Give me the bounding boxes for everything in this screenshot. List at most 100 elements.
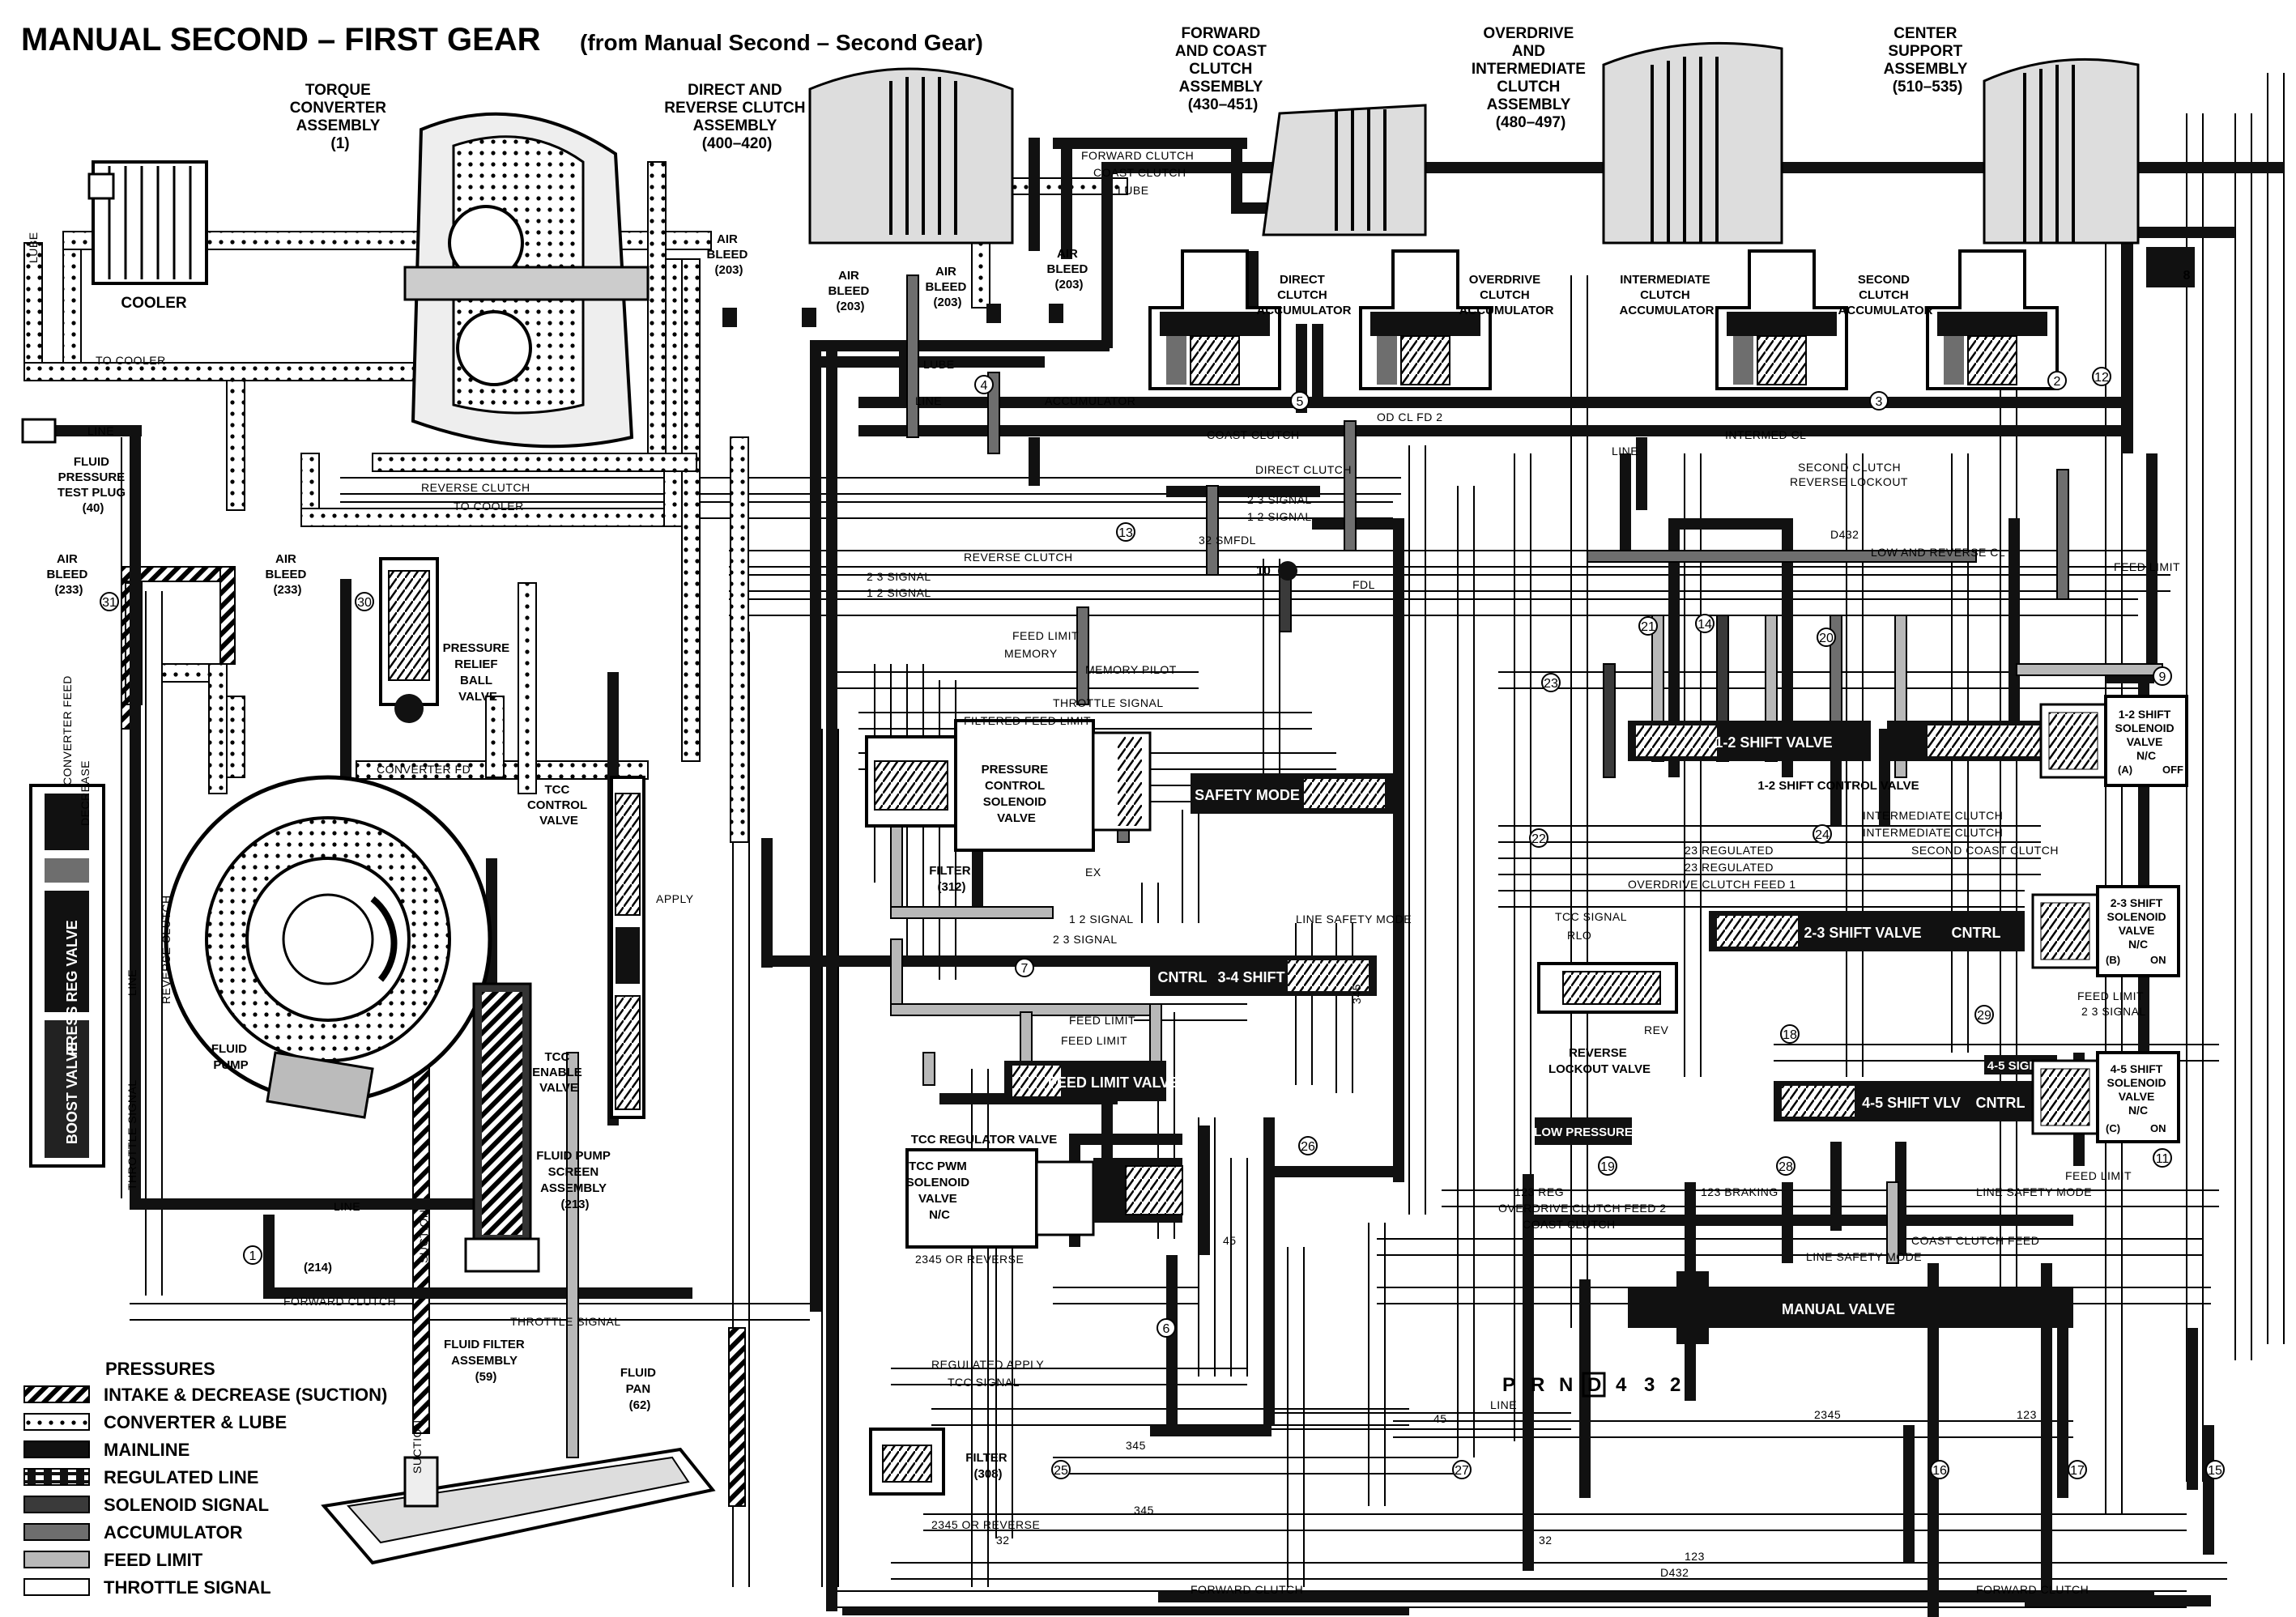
air-bleed-233-right: AIR BLEED (233): [265, 552, 306, 597]
svg-text:23: 23: [1544, 677, 1558, 691]
title-block: MANUAL SECOND – FIRST GEAR (from Manual …: [21, 22, 983, 57]
svg-text:4-5 SHIFT VLV: 4-5 SHIFT VLV: [1862, 1095, 1961, 1111]
shift-45-valve: 4-5 SHIFT VLV CNTRL 4-5 SIGNAL: [1774, 1055, 2057, 1121]
svg-text:3-4 SHIFT: 3-4 SHIFT: [1217, 969, 1284, 985]
callout-29: 29: [1974, 1005, 1994, 1024]
svg-text:PRESSURE RELIEF BA: PRESSURE RELIEF BALL VALVE: [443, 641, 513, 704]
svg-text:6: 6: [1163, 1322, 1170, 1336]
second-clutch-accumulator: SECOND CLUTCH ACCUMULATOR: [1838, 249, 2059, 390]
tcc-regulator-label: TCC REGULATOR VALVE: [911, 1133, 1058, 1147]
direct-reverse-clutch-assembly: DIRECT AND REVERSE CLUTCH ASSEMBLY (400–…: [664, 67, 1014, 245]
svg-text:REVERSE CLUTCH: REVERSE CLUTCH: [421, 481, 530, 494]
svg-text:COAST CLUTCH FEED: COAST CLUTCH FEED: [1911, 1234, 2039, 1247]
svg-text:18: 18: [1783, 1028, 1797, 1042]
callout-14: 14: [1695, 614, 1715, 633]
svg-text:COAST CLUTCH: COAST CLUTCH: [1207, 428, 1300, 441]
solenoid-12: 1-2 SHIFT SOLENOID VALVE N/C (A) OFF: [2039, 695, 2188, 787]
svg-text:FEED LIMIT VALVE: FEED LIMIT VALVE: [1048, 1074, 1179, 1091]
legend-item-solenoid-signal: SOLENOID SIGNAL: [23, 1495, 269, 1515]
gear-selector-positions: P R N D 4 3 2: [1502, 1372, 1680, 1398]
air-bleeds-203: AIR BLEED (203) AIR BLEED (203) AIR BLEE…: [706, 232, 1088, 327]
legend-item-accumulator: ACCUMULATOR: [23, 1522, 243, 1543]
svg-text:REGULATED APPLY: REGULATED APPLY: [931, 1358, 1044, 1371]
callout-17: 17: [2068, 1460, 2087, 1479]
svg-text:LOW PRESSURE: LOW PRESSURE: [1534, 1126, 1633, 1139]
reverse-lockout-valve: REVERSE LOCKOUT VALVE: [1537, 962, 1678, 1076]
svg-text:2-3 SHIFT VALVE: 2-3 SHIFT VALVE: [1804, 925, 1921, 941]
legend-item-suction: INTAKE & DECREASE (SUCTION): [23, 1385, 387, 1405]
center-support-label: CENTER SUPPORT ASSEMBLY (510–535): [1884, 25, 1972, 96]
svg-text:31: 31: [102, 596, 117, 610]
svg-text:2-3 SHIFT SOLENOID: 2-3 SHIFT SOLENOID VALVE N/C: [2106, 896, 2169, 951]
solenoid-23: 2-3 SHIFT SOLENOID VALVE N/C (B) ON: [2031, 885, 2180, 977]
svg-text:LINE: LINE: [87, 424, 114, 437]
svg-text:LINE: LINE: [1612, 445, 1638, 457]
svg-text:INTERMEDIATE CLUTCH: INTERMEDIATE CLUTCH: [1863, 826, 2003, 839]
svg-text:DECREASE: DECREASE: [79, 760, 92, 826]
callout-2: 2: [2047, 371, 2067, 390]
svg-text:OFF: OFF: [2162, 764, 2183, 776]
svg-text:CONVERTER & LUBE: CONVERTER & LUBE: [104, 1412, 287, 1432]
callout-19: 19: [1598, 1156, 1617, 1176]
direct-reverse-label: DIRECT AND REVERSE CLUTCH ASSEMBLY (400–…: [664, 82, 809, 152]
svg-text:FLUID FILTER ASSEMBLY: FLUID FILTER ASSEMBLY (59): [444, 1338, 528, 1384]
svg-text:PRESSURE CONTROL S: PRESSURE CONTROL SOLENOID VALVE: [982, 763, 1052, 825]
svg-text:21: 21: [1641, 620, 1655, 634]
svg-text:ACCUMULATOR: ACCUMULATOR: [1045, 394, 1135, 407]
svg-text:LINE: LINE: [126, 969, 138, 996]
svg-text:REGULATED LINE: REGULATED LINE: [104, 1467, 258, 1487]
svg-text:D432: D432: [1830, 528, 1859, 541]
svg-text:14: 14: [1698, 618, 1712, 632]
legend-item-throttle-signal: THROTTLE SIGNAL: [23, 1577, 271, 1598]
svg-text:ON: ON: [2150, 954, 2166, 966]
svg-text:MEMORY: MEMORY: [1004, 647, 1058, 660]
forward-coast-label: FORWARD AND COAST CLUTCH ASSEMBLY (430–4…: [1175, 25, 1271, 113]
svg-text:23 REGULATED: 23 REGULATED: [1685, 861, 1774, 874]
legend-item-mainline: MAINLINE: [23, 1440, 190, 1460]
svg-text:FORWARD CLUTCH: FORWARD CLUTCH: [283, 1295, 396, 1308]
callout-15: 15: [2205, 1460, 2225, 1479]
svg-text:SUCTION: SUCTION: [417, 1210, 430, 1264]
svg-text:LINE SAFETY MODE: LINE SAFETY MODE: [1976, 1185, 2092, 1198]
svg-text:FEED LIMIT: FEED LIMIT: [1012, 629, 1079, 642]
callout-3: 3: [1869, 391, 1889, 411]
svg-text:345: 345: [1350, 984, 1363, 1004]
overdrive-intermediate-clutch-assembly: OVERDRIVE AND INTERMEDIATE CLUTCH ASSEMB…: [1472, 25, 1783, 245]
svg-text:32: 32: [1539, 1534, 1553, 1547]
callout-5: 5: [1290, 391, 1310, 411]
legend-item-feed-limit: FEED LIMIT: [23, 1550, 203, 1570]
svg-text:27: 27: [1455, 1464, 1469, 1478]
boost-valve-label: BOOST VALVE: [64, 1042, 80, 1144]
svg-text:15: 15: [2208, 1464, 2222, 1478]
callout-9: 9: [2153, 666, 2172, 686]
svg-text:9: 9: [2159, 670, 2166, 684]
svg-text:REVERSE LOCKOUT VALVE: REVERSE LOCKOUT VALVE: [1548, 1046, 1651, 1076]
svg-text:32: 32: [996, 1534, 1010, 1547]
shift-solenoids: 1-2 SHIFT SOLENOID VALVE N/C (A) OFF 2-3…: [2031, 695, 2188, 1143]
callout-22: 22: [1529, 828, 1548, 848]
svg-text:ON: ON: [2150, 1122, 2166, 1134]
svg-text:AIR BLEED (203): AIR BLEED (203): [925, 265, 969, 309]
svg-text:1 2 SIGNAL: 1 2 SIGNAL: [867, 586, 931, 599]
callout-26: 26: [1298, 1136, 1318, 1155]
svg-text:MANUAL VALVE: MANUAL VALVE: [1782, 1301, 1895, 1317]
svg-text:TO COOLER: TO COOLER: [454, 500, 524, 513]
air-bleed-233-left: AIR BLEED (233): [46, 552, 87, 597]
svg-text:LINE SAFETY MODE: LINE SAFETY MODE: [1296, 913, 1412, 926]
callout-25: 25: [1051, 1460, 1071, 1479]
svg-text:(B): (B): [2106, 954, 2120, 966]
svg-text:2345 OR REVERSE: 2345 OR REVERSE: [915, 1253, 1024, 1266]
svg-text:4: 4: [981, 379, 988, 393]
svg-text:7: 7: [1021, 962, 1029, 976]
callout-6: 6: [1157, 1318, 1176, 1338]
svg-text:SECOND CLUTCH: SECOND CLUTCH ACCUMULATOR: [1838, 273, 1933, 317]
svg-text:123 BRAKING: 123 BRAKING: [1701, 1185, 1778, 1198]
svg-text:FORWARD CLUTCH: FORWARD CLUTCH: [1191, 1583, 1303, 1596]
svg-text:LINE: LINE: [334, 1200, 360, 1213]
svg-text:D432: D432: [1660, 1566, 1689, 1579]
svg-text:2 3 SIGNAL: 2 3 SIGNAL: [1053, 933, 1118, 946]
svg-text:LOW AND REVERSE CL: LOW AND REVERSE CL: [1871, 546, 2005, 559]
svg-text:123: 123: [1685, 1550, 1705, 1563]
ref-214: (214): [304, 1261, 332, 1274]
pressure-control-solenoid: PRESSURE CONTROL SOLENOID VALVE FILTER (…: [865, 719, 1152, 894]
